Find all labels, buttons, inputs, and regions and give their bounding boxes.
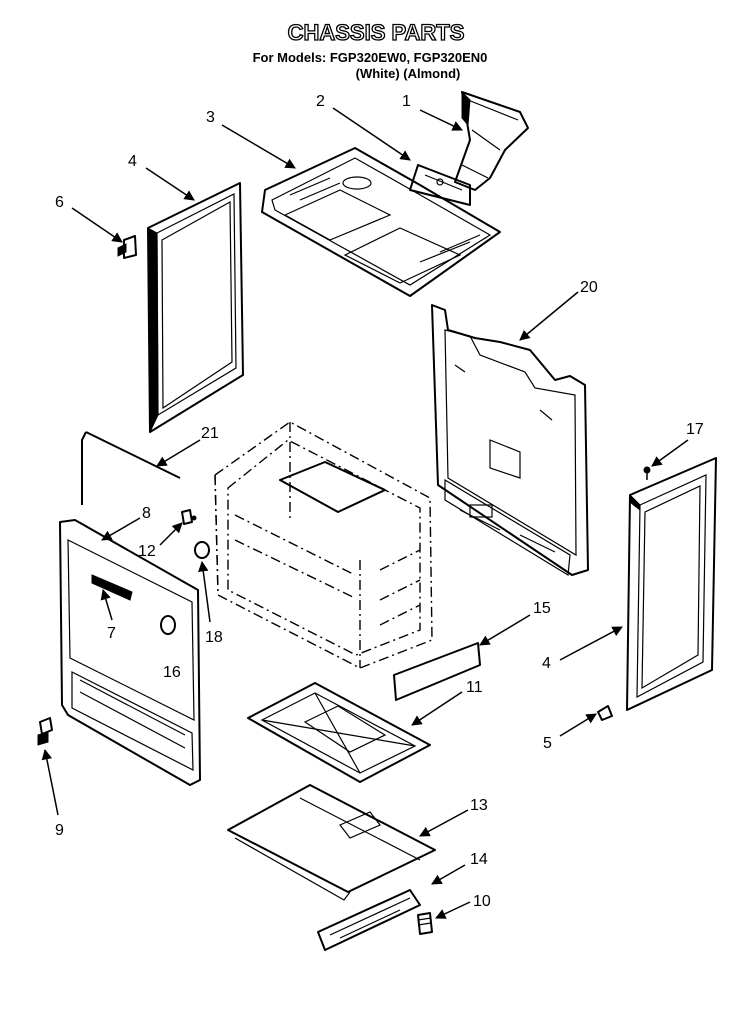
part-3	[261, 147, 501, 297]
part-5	[597, 705, 613, 721]
part-17	[643, 466, 651, 480]
callout-14: 14	[470, 851, 488, 868]
part-8	[59, 519, 201, 786]
callout-3: 3	[206, 109, 215, 126]
callout-15: 15	[533, 600, 551, 617]
callout-9: 9	[55, 822, 64, 839]
callout-4-left: 4	[128, 153, 137, 170]
colors-line: (White) (Almond)	[356, 66, 461, 81]
part-6	[117, 235, 137, 259]
part-7	[91, 574, 133, 601]
oven-cavity	[214, 421, 433, 669]
callout-12: 12	[138, 543, 156, 560]
callout-13: 13	[470, 797, 488, 814]
callout-8: 8	[142, 505, 151, 522]
callout-11: 11	[466, 679, 483, 696]
part-13	[227, 784, 436, 901]
part-10	[417, 912, 433, 935]
part-11	[247, 682, 431, 783]
callout-21: 21	[201, 425, 219, 442]
callout-17: 17	[686, 421, 704, 438]
callout-20: 20	[580, 279, 598, 296]
part-21	[81, 431, 181, 505]
part-18	[194, 541, 210, 559]
callout-labels: 1 2 3 4 4 5 6 7 8 9 10 11 12 13 14 15 16…	[55, 93, 704, 910]
callout-5: 5	[543, 735, 552, 752]
diagram-title: CHASSIS PARTS	[288, 20, 465, 45]
callout-2: 2	[316, 93, 325, 110]
part-1	[454, 90, 529, 191]
part-20	[431, 304, 589, 577]
part-4-right	[626, 457, 717, 711]
part-14	[317, 889, 421, 951]
callout-7: 7	[107, 625, 116, 642]
part-4-left	[147, 182, 244, 433]
part-9	[37, 717, 53, 746]
callout-16: 16	[163, 664, 181, 681]
callout-6: 6	[55, 194, 64, 211]
models-line: For Models: FGP320EW0, FGP320EN0	[253, 50, 488, 65]
part-16	[160, 615, 176, 635]
part-15	[393, 642, 481, 701]
leader-lines	[41, 107, 689, 919]
callout-1: 1	[402, 93, 411, 110]
part-12	[181, 509, 197, 525]
callout-10: 10	[473, 893, 491, 910]
callout-4-right: 4	[542, 655, 551, 672]
callout-18: 18	[205, 629, 223, 646]
